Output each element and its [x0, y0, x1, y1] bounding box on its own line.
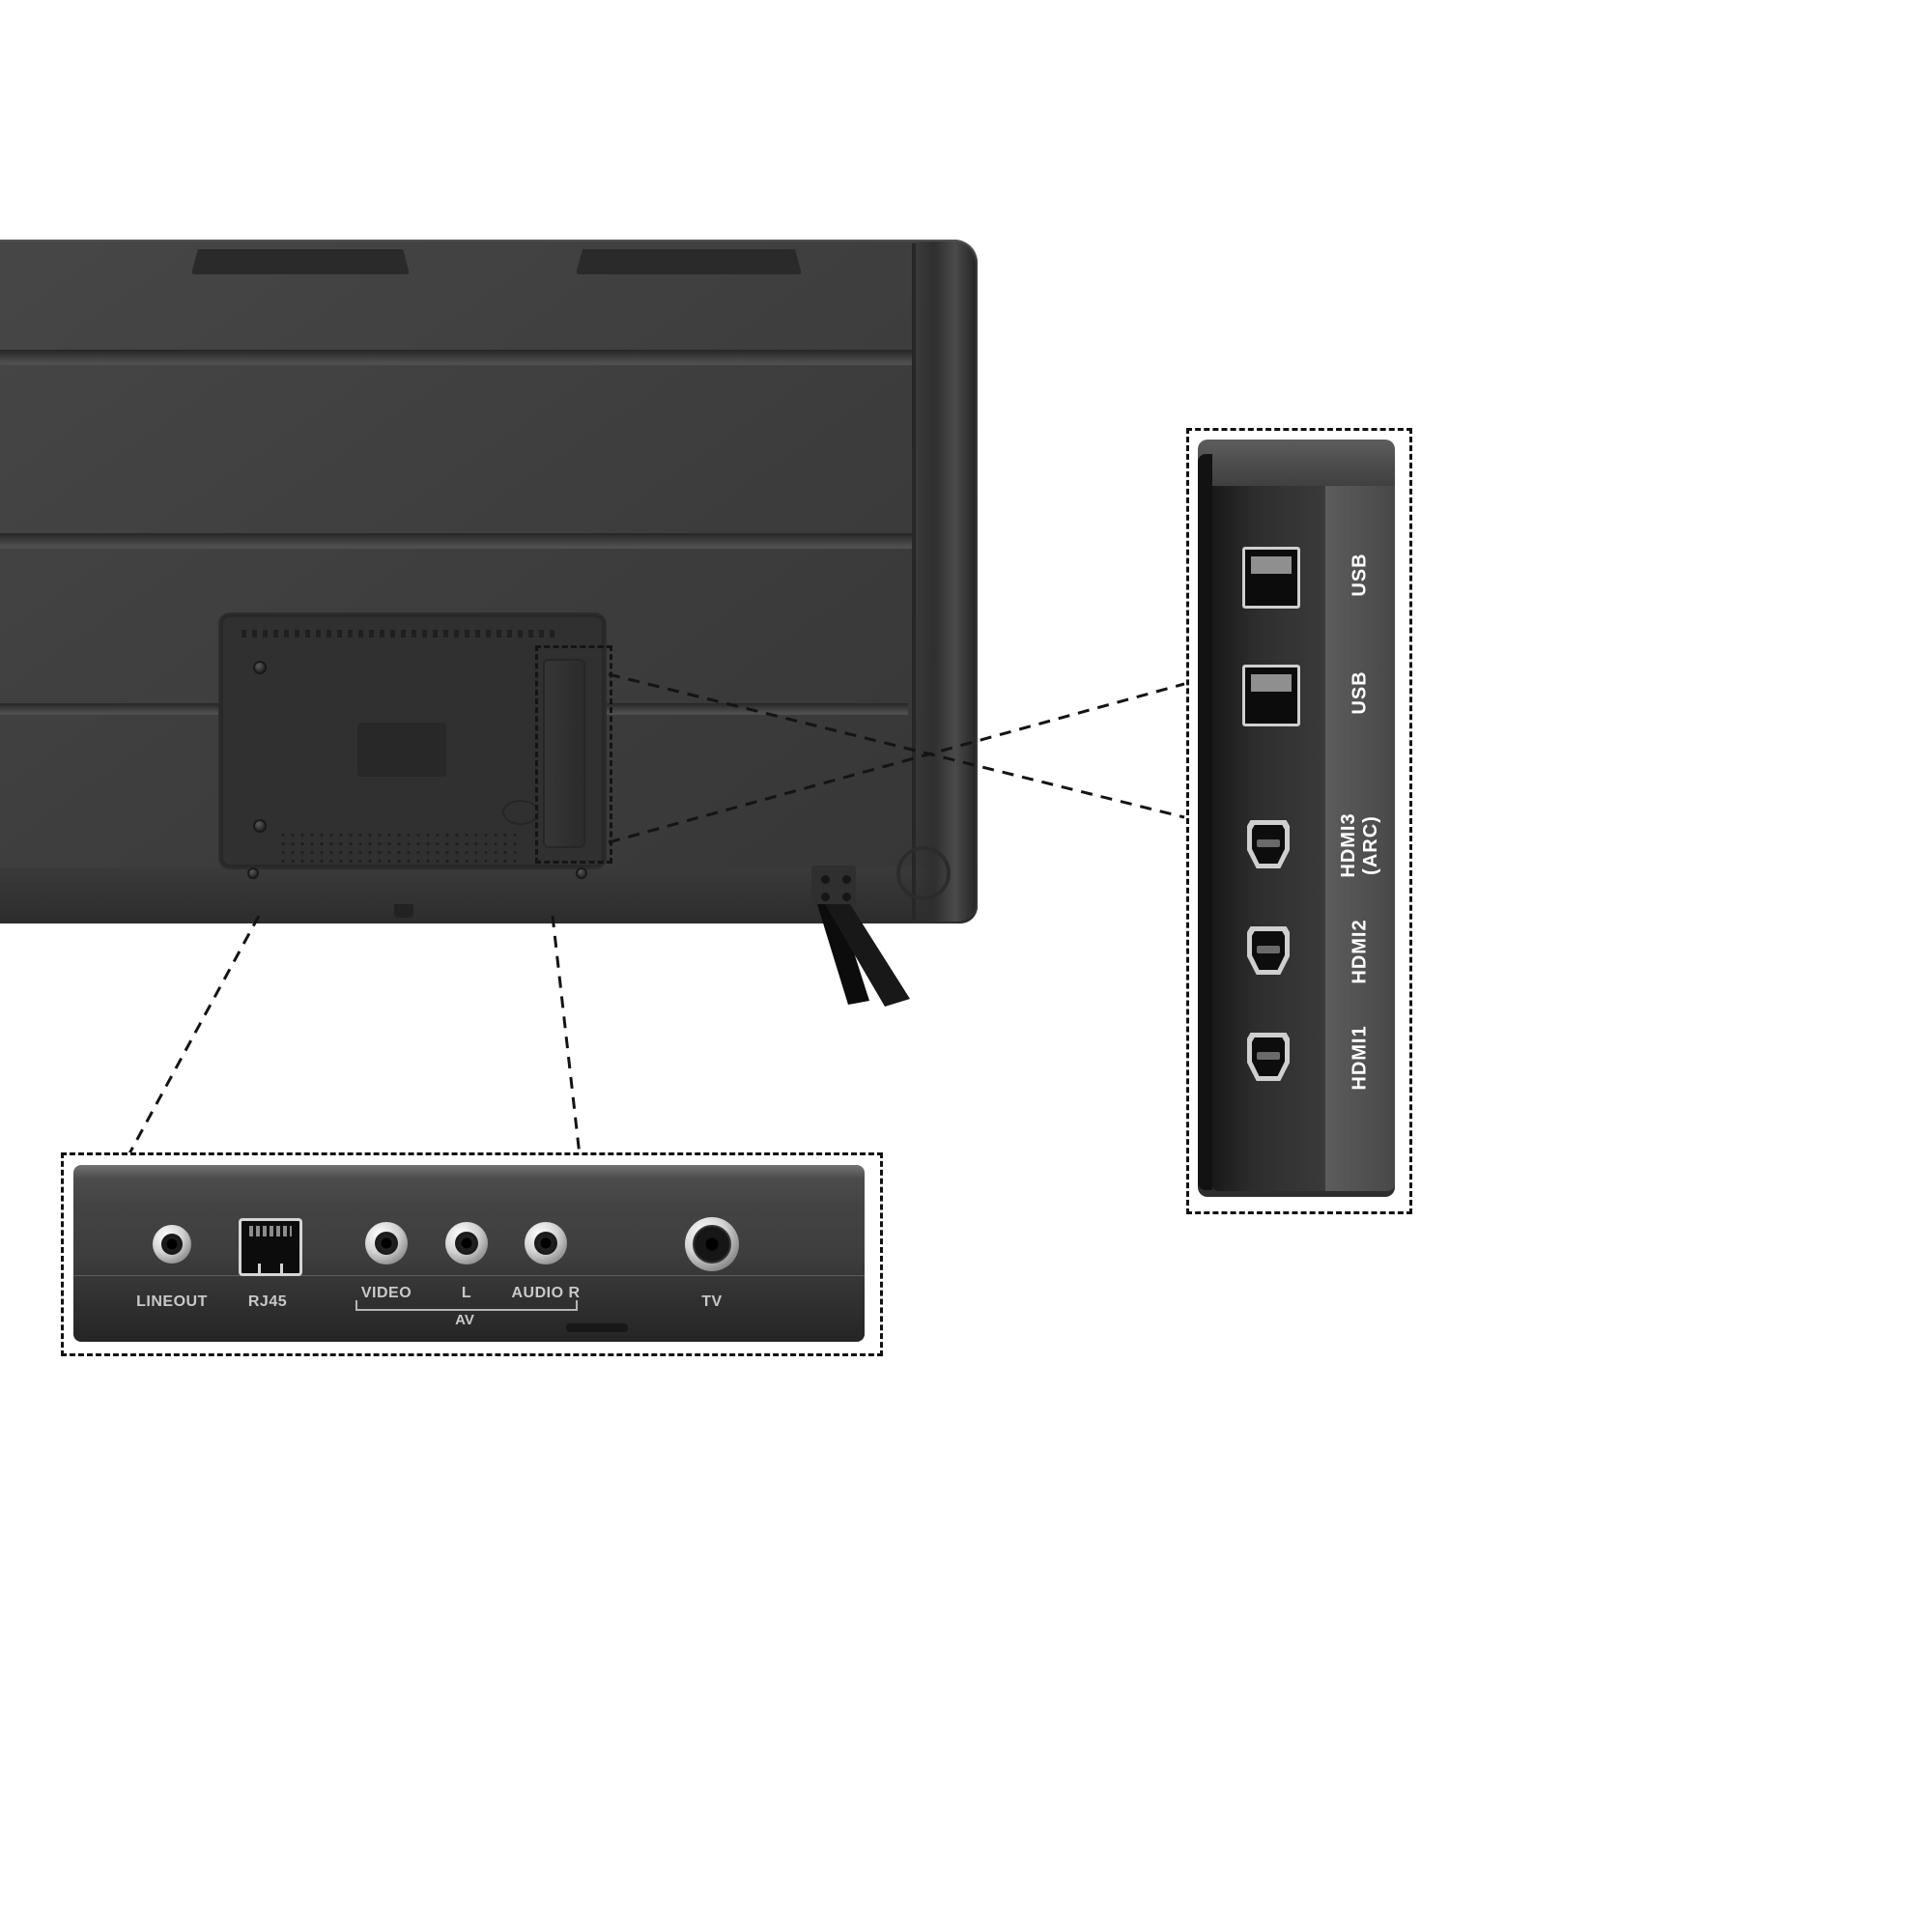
- mount-dot: [842, 875, 851, 884]
- bottom-panel-slot: [566, 1323, 628, 1332]
- tv-edge-line: [912, 243, 916, 920]
- tv-top-vent-left: [191, 249, 410, 274]
- power-ring-detail: [896, 846, 951, 900]
- connector-nub: [394, 904, 413, 918]
- side-panel-edge: [1198, 454, 1212, 1190]
- rj45-port-icon: [239, 1218, 302, 1276]
- hdmi1-label: HDMI1: [1349, 1025, 1371, 1091]
- screw-icon: [253, 819, 267, 833]
- hdmi-port-icon: [1247, 820, 1290, 868]
- tv-groove: [0, 533, 914, 549]
- lineout-label: LINEOUT: [136, 1293, 208, 1310]
- audio-left-label: L: [461, 1285, 472, 1301]
- vesa-vent-row: [242, 630, 560, 638]
- mount-dot: [842, 893, 851, 901]
- mount-dot: [821, 893, 830, 901]
- video-rca-icon: [365, 1222, 408, 1264]
- usb1-label: USB: [1349, 553, 1371, 597]
- vesa-oval-detail: [502, 800, 539, 825]
- video-label: VIDEO: [360, 1285, 412, 1301]
- side-port-recess: [543, 659, 585, 848]
- tv-antenna-label: TV: [701, 1293, 723, 1310]
- screw-icon: [253, 661, 267, 674]
- side-panel-label-strip: [1325, 486, 1395, 1191]
- hdmi3-arc-label: HDMI3 (ARC): [1338, 812, 1381, 878]
- rj45-label: RJ45: [247, 1293, 288, 1310]
- audio-left-rca-icon: [445, 1222, 488, 1264]
- tv-stand-leg: [817, 904, 910, 1007]
- antenna-port-icon: [685, 1217, 739, 1271]
- side-ports-highlight-box: [535, 645, 612, 864]
- lineout-jack-icon: [153, 1225, 191, 1264]
- screw-icon: [247, 867, 259, 879]
- tv-right-bevel: [912, 242, 976, 922]
- av-group-label: AV: [455, 1312, 474, 1328]
- audio-right-label: AUDIO R: [511, 1285, 581, 1301]
- screw-icon: [576, 867, 587, 879]
- tv-groove: [0, 350, 914, 365]
- tv-bottom-band: [0, 867, 966, 923]
- hdmi-port-icon: [1247, 1033, 1290, 1081]
- speaker-grille: [278, 831, 520, 866]
- tv-top-vent-right: [576, 249, 802, 274]
- audio-right-rca-icon: [525, 1222, 567, 1264]
- hdmi2-label: HDMI2: [1349, 919, 1371, 984]
- usb2-label: USB: [1349, 670, 1371, 715]
- vesa-label-plate: [357, 723, 446, 777]
- usb-port-icon: [1242, 665, 1300, 726]
- mount-dot: [821, 875, 830, 884]
- stand-mount: [811, 866, 856, 908]
- bottom-panel-label-strip: [73, 1275, 865, 1342]
- av-group-bracket: [355, 1300, 578, 1311]
- hdmi-port-icon: [1247, 926, 1290, 975]
- usb-port-icon: [1242, 547, 1300, 609]
